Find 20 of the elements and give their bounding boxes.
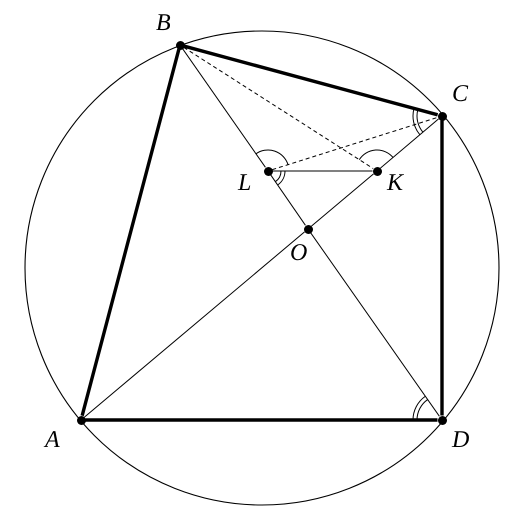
point-label: K [387, 171, 404, 195]
segment [440, 120, 444, 416]
segment [184, 44, 438, 116]
segment [84, 231, 306, 418]
point-label: A [45, 428, 60, 452]
point-label: L [238, 171, 252, 195]
point-label: C [452, 82, 468, 106]
dashed-segment [183, 46, 374, 170]
segment [310, 232, 440, 417]
segment [86, 418, 438, 422]
point-label: D [452, 428, 470, 452]
dashed-segment [272, 116, 438, 170]
segment [310, 173, 374, 227]
segment [380, 118, 440, 169]
segment [272, 170, 373, 172]
segment [80, 48, 180, 416]
segment [270, 174, 306, 226]
segment [182, 48, 266, 168]
point-label: B [156, 11, 171, 35]
point-label: O [290, 241, 308, 265]
